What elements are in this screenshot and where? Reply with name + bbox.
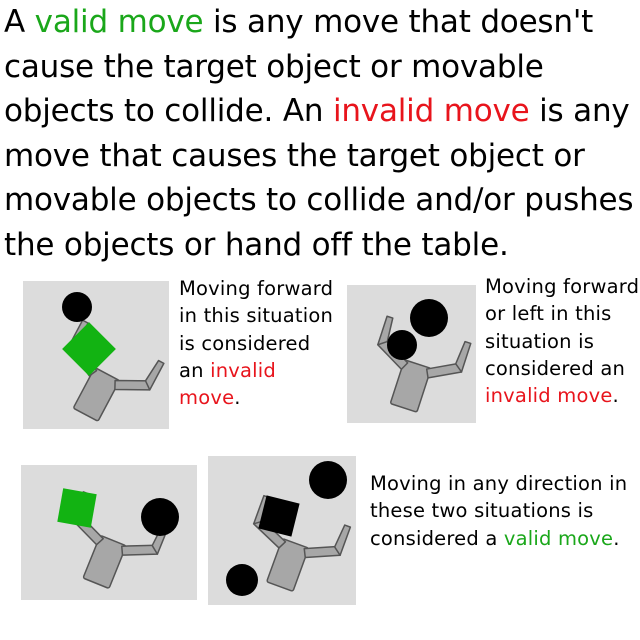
caption-scenes-3-4: Moving in any direction in these two sit… (370, 470, 640, 552)
black-ball (387, 330, 417, 360)
caption-scene-2: Moving forward or left in this situation… (485, 273, 640, 409)
robot-hand-icon (252, 494, 352, 592)
caption-2-period: . (612, 384, 619, 408)
green-square-target (57, 488, 97, 528)
scene-3-image (21, 465, 197, 600)
scene-2-image (347, 285, 476, 423)
valid-move-term: valid move (34, 4, 204, 40)
robot-hand-icon (377, 315, 472, 413)
caption-34-text: Moving in any direction in these two sit… (370, 472, 628, 550)
caption-34-valid-term: valid move (503, 526, 614, 550)
black-ball (226, 564, 258, 596)
caption-1-period: . (234, 386, 241, 410)
black-square-target (258, 495, 300, 537)
scene-1-image (23, 281, 169, 429)
intro-text-1: A (4, 4, 35, 40)
robot-hand-icon (67, 319, 165, 422)
caption-scene-1: Moving forward in this situation is cons… (179, 275, 339, 411)
caption-34-period: . (613, 526, 620, 550)
green-square-target (62, 322, 116, 376)
black-ball (410, 299, 448, 337)
caption-2-text: Moving forward or left in this situation… (485, 275, 640, 380)
intro-text-3: is any move that causes the target objec… (4, 93, 634, 263)
caption-1-text: Moving forward in this situation is cons… (179, 277, 334, 382)
invalid-move-term: invalid move (332, 93, 530, 129)
caption-1-invalid-term: invalid move (179, 358, 276, 410)
scene-4-image (208, 456, 356, 605)
intro-paragraph: A valid move is any move that doesn't ca… (4, 0, 640, 267)
intro-text-2: is any move that doesn't cause the targe… (4, 4, 594, 129)
black-ball (62, 292, 92, 322)
black-ball (309, 461, 347, 499)
black-ball (141, 498, 179, 536)
caption-2-invalid-term: invalid move (485, 384, 613, 408)
